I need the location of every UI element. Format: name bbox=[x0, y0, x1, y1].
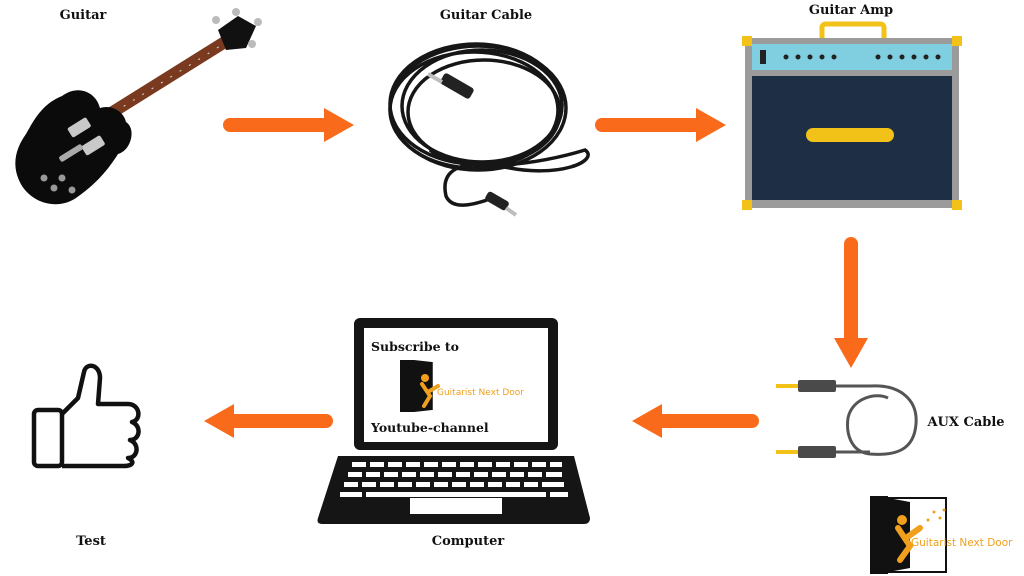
arrow-aux-to-computer bbox=[632, 404, 759, 438]
aux-cable-label: AUX Cable bbox=[927, 415, 1005, 430]
thumbs-up-icon bbox=[31, 363, 141, 469]
screen-subscribe-text: Subscribe to bbox=[371, 339, 459, 354]
test-label: Test bbox=[76, 534, 106, 549]
computer-label: Computer bbox=[431, 534, 505, 549]
screen-logo-icon: Guitarist Next Door bbox=[400, 360, 524, 412]
arrow-cable-to-amp bbox=[595, 108, 726, 142]
keyboard-keys bbox=[340, 462, 568, 497]
arrow-amp-to-aux bbox=[834, 237, 868, 368]
cable-plug-icon bbox=[427, 72, 518, 217]
arrow-computer-to-test bbox=[204, 404, 333, 438]
screen-channel-text: Youtube-channel bbox=[370, 420, 489, 435]
aux-cable-icon bbox=[776, 380, 918, 458]
laptop-computer-icon: Subscribe to Youtube-channel bbox=[317, 318, 590, 524]
guitar-amp-icon bbox=[742, 21, 962, 210]
screen-logo-text: Guitarist Next Door bbox=[437, 388, 524, 398]
guitar-cable-label: Guitar Cable bbox=[439, 8, 533, 23]
brand-logo-icon: Guitarist Next Door bbox=[870, 496, 1013, 574]
guitar-label: Guitar bbox=[59, 8, 107, 23]
arrow-guitar-to-cable bbox=[223, 108, 354, 142]
guitar-amp-label: Guitar Amp bbox=[808, 3, 894, 18]
brand-logo-text: Guitarist Next Door bbox=[911, 537, 1013, 549]
coiled-guitar-cable-icon bbox=[388, 42, 590, 207]
electric-guitar-icon bbox=[15, 8, 262, 205]
